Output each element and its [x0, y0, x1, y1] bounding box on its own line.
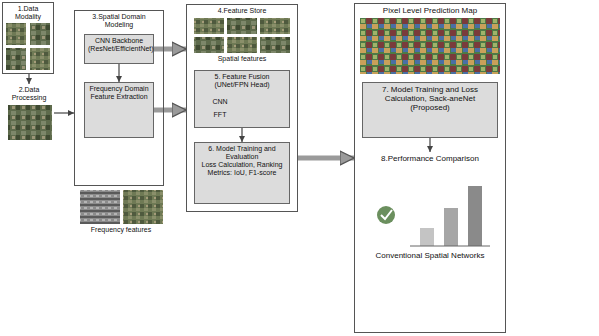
- flow-arrow: [154, 47, 186, 52]
- node-heading: 8.Performance Comparison: [365, 154, 495, 163]
- spatial-thumbnails: [194, 18, 290, 53]
- output-panel: Pixel Level Prediction Map 7. Model Train…: [354, 3, 506, 333]
- node-body: Conventional Spatial Networks: [365, 251, 495, 260]
- node-heading: 5. Feature Fusion (UNet/FPN Head): [198, 73, 286, 89]
- flow-arrow: [241, 128, 242, 142]
- prediction-map: [360, 18, 500, 74]
- processed-image: [8, 105, 52, 140]
- module-panel: 4.Feature Store 5. Feature Fusion (UNet/F…: [186, 4, 298, 212]
- flow-arrow: [118, 64, 119, 82]
- flow-arrow: [429, 138, 430, 152]
- node-heading: 7. Model Training and Loss Calculation, …: [366, 85, 494, 113]
- module-panel: 3.Spatial Domain ModelingCNN Backbone (R…: [74, 10, 164, 186]
- node-heading: 1.Data Modality: [6, 5, 50, 21]
- chart-panel: 8.Performance ComparisonConventional Spa…: [362, 152, 498, 262]
- comparison-chart: [377, 186, 490, 246]
- node-heading: CNN Backbone (ResNet/EfficientNet): [88, 37, 150, 53]
- stream-tag: CNN: [200, 98, 240, 106]
- flow-arrow: [154, 108, 186, 113]
- node-heading: Pixel Level Prediction Map: [358, 6, 502, 15]
- node-heading: 2.Data Processing: [7, 86, 51, 102]
- node-heading: 6. Model Training and Evaluation: [198, 145, 286, 161]
- modality-thumbnails: [6, 23, 50, 70]
- process-box: 7. Model Training and Loss Calculation, …: [362, 82, 498, 138]
- stream-tag: FFT: [200, 111, 240, 119]
- frequency-images: [80, 190, 163, 224]
- process-box: 5. Feature Fusion (UNet/FPN Head): [194, 70, 290, 128]
- node-heading: 4.Feature Store: [190, 7, 294, 15]
- modality-panel: 1.Data Modality: [2, 2, 54, 74]
- process-box: 6. Model Training and EvaluationLoss Cal…: [194, 142, 290, 204]
- node-heading: 3.Spatial Domain Modeling: [78, 13, 160, 29]
- node-body: Loss Calculation, Ranking Metrics: IoU, …: [198, 161, 286, 177]
- feature-caption: Frequency features: [78, 226, 164, 234]
- feature-caption: Spatial features: [188, 55, 296, 63]
- process-box: CNN Backbone (ResNet/EfficientNet): [84, 34, 154, 64]
- flow-arrow: [28, 74, 29, 84]
- processing-panel: 2.Data Processing: [4, 84, 54, 142]
- node-heading: Frequency Domain Feature Extraction: [88, 85, 150, 101]
- flow-arrow: [54, 112, 74, 113]
- process-box: Frequency Domain Feature Extraction: [84, 82, 154, 138]
- block-arrow: [298, 156, 354, 161]
